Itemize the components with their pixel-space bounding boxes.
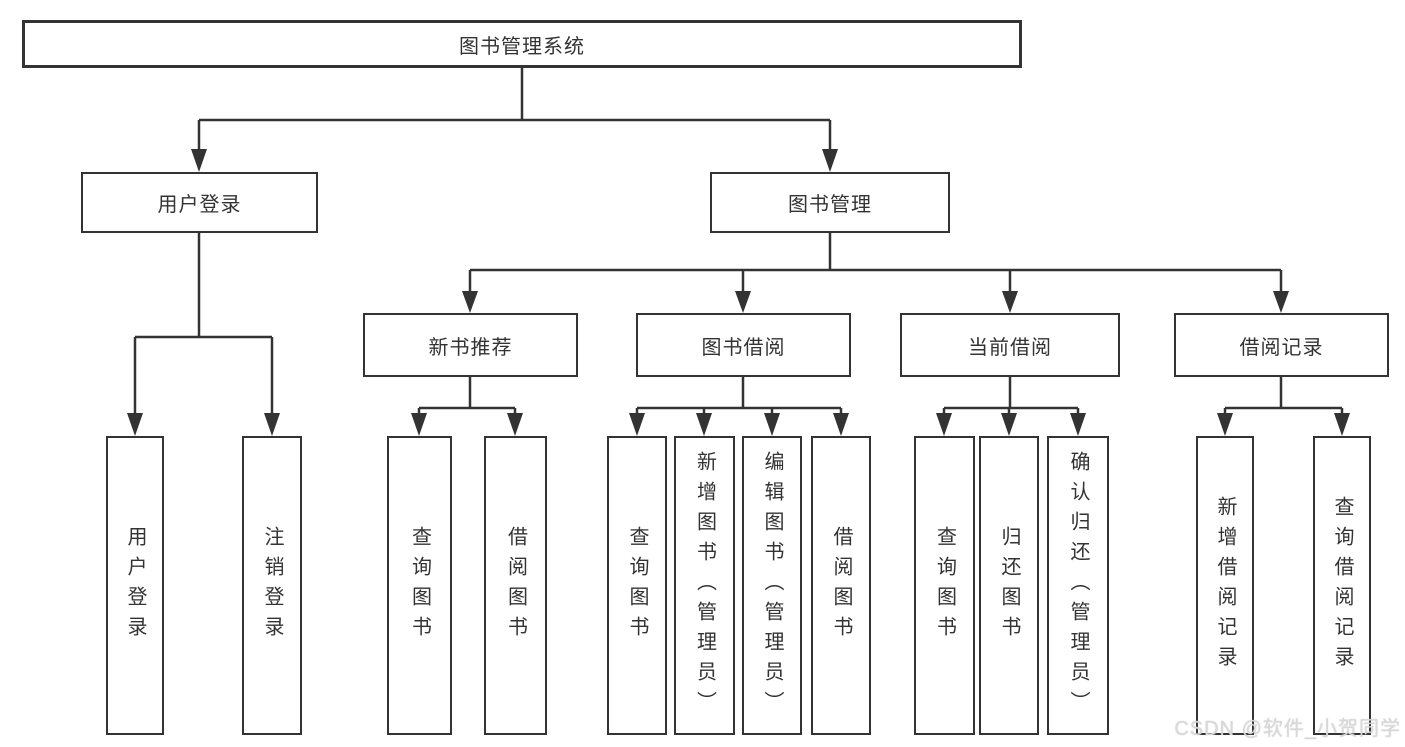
leaf-query-book-current-label: 查询图书: [933, 525, 956, 646]
leaf-borrow-book-label: 借阅图书: [830, 525, 852, 646]
node-borrow-records: 借阅记录: [1174, 313, 1389, 377]
node-current-borrow-label: 当前借阅: [968, 336, 1052, 359]
leaf-edit-book-admin: 编辑图书（管理员）: [742, 436, 802, 735]
node-new-book-recommend-label: 新书推荐: [428, 336, 513, 359]
leaf-confirm-return-admin: 确认归还（管理员）: [1047, 436, 1109, 735]
connector-new-book-recommend: [417, 377, 517, 416]
connector-book-management: [468, 233, 1283, 293]
leaf-user-login: 用户登录: [106, 436, 164, 735]
leaf-add-book-admin: 新增图书（管理员）: [674, 436, 735, 735]
leaf-add-book-admin-label: 新增图书（管理员）: [693, 450, 716, 721]
leaf-query-borrow-record: 查询借阅记录: [1313, 436, 1371, 735]
node-user-login: 用户登录: [81, 172, 318, 233]
leaf-borrow-book-recommend: 借阅图书: [484, 436, 547, 735]
node-book-borrow-label: 图书借阅: [701, 336, 786, 359]
node-book-borrow: 图书借阅: [636, 313, 851, 377]
leaf-user-login-label: 用户登录: [124, 525, 146, 646]
connector-borrow-records: [1223, 377, 1344, 416]
node-root-label: 图书管理系统: [459, 35, 585, 58]
leaf-return-book: 归还图书: [979, 436, 1039, 735]
node-book-management-label: 图书管理: [788, 194, 872, 216]
connector-root: [197, 68, 832, 152]
leaf-logout: 注销登录: [242, 436, 302, 735]
node-new-book-recommend: 新书推荐: [363, 313, 578, 377]
leaf-add-borrow-record-label: 新增借阅记录: [1214, 495, 1236, 676]
leaf-query-book-borrow: 查询图书: [607, 436, 667, 735]
leaf-query-book-current: 查询图书: [914, 436, 975, 735]
leaf-query-book-recommend-label: 查询图书: [408, 525, 431, 646]
leaf-query-book-recommend: 查询图书: [387, 436, 452, 735]
leaf-query-book-borrow-label: 查询图书: [626, 525, 648, 646]
node-current-borrow: 当前借阅: [900, 313, 1120, 377]
leaf-logout-label: 注销登录: [261, 525, 283, 646]
connector-user-login: [133, 233, 274, 416]
leaf-edit-book-admin-label: 编辑图书（管理员）: [761, 450, 783, 721]
watermark-text: CSDN @软件_小贺同学: [1174, 718, 1401, 740]
node-book-management: 图书管理: [710, 172, 950, 233]
leaf-query-borrow-record-label: 查询借阅记录: [1331, 495, 1353, 676]
node-borrow-records-label: 借阅记录: [1239, 336, 1324, 359]
leaf-return-book-label: 归还图书: [998, 525, 1020, 646]
leaf-borrow-book-recommend-label: 借阅图书: [504, 525, 527, 646]
connector-book-borrow: [635, 377, 843, 416]
leaf-confirm-return-admin-label: 确认归还（管理员）: [1067, 450, 1089, 721]
connector-current-borrow: [942, 377, 1080, 416]
leaf-borrow-book: 借阅图书: [811, 436, 871, 735]
node-user-login-label: 用户登录: [157, 194, 242, 216]
leaf-add-borrow-record: 新增借阅记录: [1196, 436, 1254, 735]
node-root: 图书管理系统: [22, 20, 1022, 68]
